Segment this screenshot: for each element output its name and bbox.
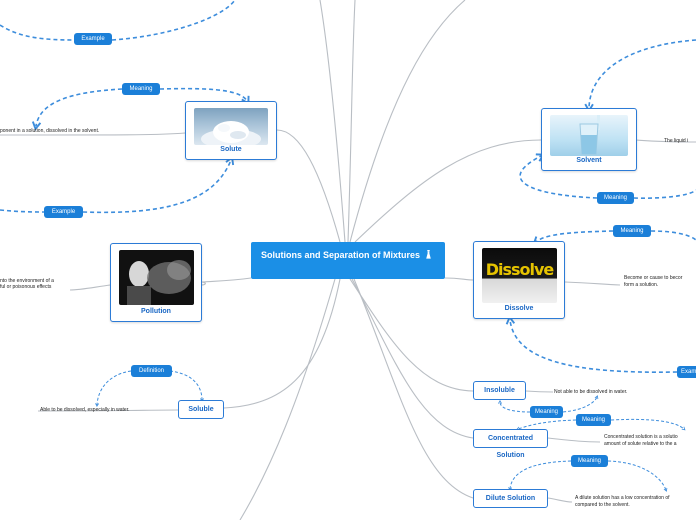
dissolve-text-image: Dissolve	[482, 248, 557, 303]
topic-solvent[interactable]: Solvent	[541, 108, 637, 171]
relation-tag-meaning[interactable]: Meaning	[571, 455, 608, 467]
relation-tag-meaning[interactable]: Meaning	[597, 192, 634, 204]
relation-tag-example[interactable]: Example	[44, 206, 83, 218]
relation-tag-meaning[interactable]: Meaning	[613, 225, 651, 237]
topic-solute-label: Solute	[220, 146, 242, 153]
topic-pollution-label: Pollution	[141, 308, 171, 315]
central-topic-title: Solutions and Separation of Mixtures	[261, 250, 421, 260]
salt-pile-image	[194, 108, 268, 145]
topic-dissolve-label: Dissolve	[504, 305, 534, 312]
note-soluble: Able to be dissolved, especially in wate…	[40, 407, 130, 413]
relation-tag-definition[interactable]: Definition	[131, 365, 172, 377]
note-dilute-line-1: A dilute solution has a low concentratio…	[575, 495, 670, 501]
water-glass-image	[550, 115, 628, 156]
note-dissolve-line-1: Become or cause to becor	[624, 275, 683, 281]
dissolve-image-text: Dissolve	[485, 260, 555, 279]
relation-tag-example[interactable]: Exam	[677, 366, 696, 378]
note-solvent: The liquid i	[664, 138, 689, 144]
note-dilute-line-2: compared to the solvent.	[575, 502, 630, 508]
note-concentrated-line-1: Concentrated solution is a solutio	[604, 434, 678, 440]
flask-icon	[425, 250, 431, 262]
topic-concentrated-solution[interactable]: Concentrated Solution	[473, 429, 548, 459]
topic-solute[interactable]: Solute	[185, 101, 277, 160]
topic-dissolve[interactable]: Dissolve Dissolve	[473, 241, 565, 319]
topic-insoluble[interactable]: Insoluble	[473, 381, 526, 400]
topic-dilute-solution[interactable]: Dilute Solution	[473, 489, 548, 508]
note-solute: ponent in a solution, dissolved in the s…	[0, 128, 100, 134]
topic-solvent-label: Solvent	[576, 157, 602, 164]
topic-soluble[interactable]: Soluble	[178, 400, 224, 419]
note-pollution-line-1: nto the environment of a	[0, 278, 54, 284]
note-concentrated-line-2: amount of solute relative to the a	[604, 441, 677, 447]
central-topic[interactable]: Solutions and Separation of Mixtures	[251, 242, 445, 279]
note-dissolve-line-2: form a solution.	[624, 282, 659, 288]
topic-pollution[interactable]: Pollution	[110, 243, 202, 322]
relation-tag-meaning[interactable]: Meaning	[530, 406, 563, 418]
note-insoluble: Not able to be dissolved in water.	[554, 389, 628, 395]
smoke-person-image	[119, 250, 194, 305]
relation-tag-example[interactable]: Example	[74, 33, 112, 45]
relation-tag-meaning[interactable]: Meaning	[122, 83, 160, 95]
relation-tag-meaning[interactable]: Meaning	[576, 414, 611, 426]
note-pollution-line-2: ful or poisonous effects	[0, 284, 52, 290]
